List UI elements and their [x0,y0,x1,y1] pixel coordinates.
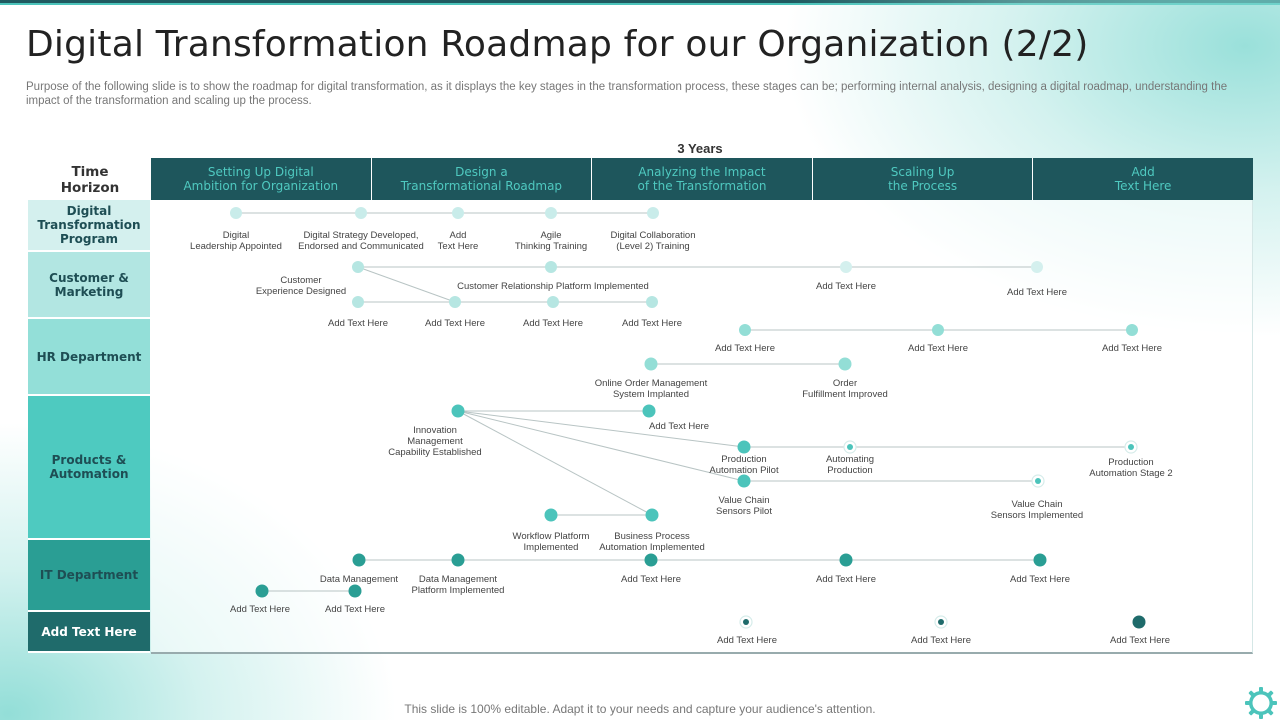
row-add-text-here: Add Text Here [28,612,150,653]
row-label-text: Customer & Marketing [49,270,129,299]
top-accent-bar [0,0,1280,5]
row-labels: Digital Transformation Program Customer … [28,200,150,653]
row-digital-transformation-program: Digital Transformation Program [28,200,150,252]
row-label-text: Add Text Here [41,624,137,639]
row-label-text: IT Department [39,568,139,582]
timeline-span-label: 3 Years [677,141,723,156]
phase-2-label: Design a Transformational Roadmap [400,165,563,193]
roadmap-area [151,200,1253,654]
row-customer-marketing: Customer & Marketing [28,252,150,319]
slide-subtitle: Purpose of the following slide is to sho… [26,81,1228,107]
row-hr-department: HR Department [28,319,150,396]
row-label-text: HR Department [36,349,142,364]
phase-1-label: Setting Up Digital Ambition for Organiza… [183,165,339,193]
row-it-department: IT Department [28,540,150,612]
row-products-automation: Products & Automation [28,396,150,540]
slide-title: Digital Transformation Roadmap for our O… [26,24,1089,65]
row-label-text: Digital Transformation Program [37,204,141,246]
slide-footer: This slide is 100% editable. Adapt it to… [404,702,876,716]
row-label-text: Products & Automation [49,453,129,481]
phase-4: Scaling Up the Process [813,158,1034,200]
phase-1: Setting Up Digital Ambition for Organiza… [151,158,372,200]
phase-2: Design a Transformational Roadmap [372,158,593,200]
phase-5: Add Text Here [1033,158,1253,200]
phase-header: Setting Up Digital Ambition for Organiza… [151,158,1253,200]
phase-4-label: Scaling Up the Process [888,165,958,193]
phase-3-label: Analyzing the Impact of the Transformati… [637,165,767,193]
phase-3: Analyzing the Impact of the Transformati… [592,158,813,200]
phase-5-label: Add Text Here [1114,165,1172,193]
time-horizon-label: Time Horizon [30,164,150,196]
gear-icon [1245,687,1277,719]
time-horizon-text: Time Horizon [60,164,120,196]
